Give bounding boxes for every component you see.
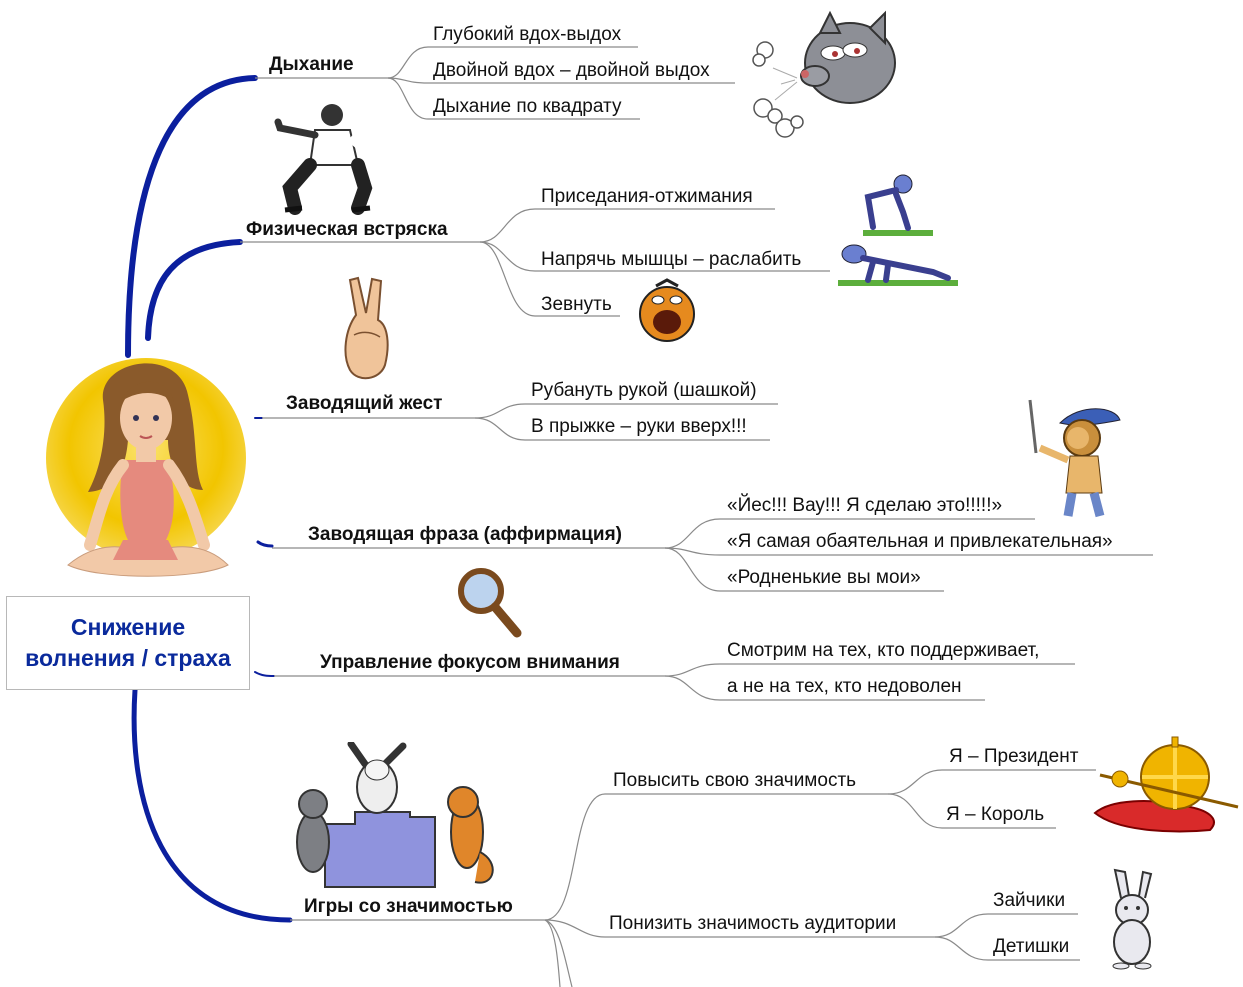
leaf-kids[interactable]: Детишки xyxy=(993,936,1070,957)
yawning-face-icon xyxy=(639,278,695,342)
subbranch-raise-significance[interactable]: Повысить свою значимость xyxy=(613,770,857,791)
leaf-dear-ones[interactable]: «Родненькие вы мои» xyxy=(727,567,921,588)
branch-affirmation[interactable]: Заводящая фраза (аффирмация) xyxy=(308,524,622,545)
squatting-figure-icon xyxy=(863,174,933,236)
leaf-jump-hands-up[interactable]: В прыжке – руки вверх!!! xyxy=(531,416,747,437)
meditating-woman-icon xyxy=(46,358,246,577)
root-topic-label: Снижение волнения / страха xyxy=(25,614,231,671)
blowing-cat-icon xyxy=(752,10,896,138)
victory-hand-icon xyxy=(344,276,389,380)
bunny-icon xyxy=(1112,868,1153,970)
kung-fu-man-icon xyxy=(274,104,377,215)
leaf-bunnies[interactable]: Зайчики xyxy=(993,890,1066,911)
leaf-deep-breath[interactable]: Глубокий вдох-выдох xyxy=(433,24,622,45)
branch-physical-shake[interactable]: Физическая встряска xyxy=(246,219,448,240)
branch-breathing[interactable]: Дыхание xyxy=(269,54,354,75)
leaf-square-breath[interactable]: Дыхание по квадрату xyxy=(433,96,622,117)
branch-gesture[interactable]: Заводящий жест xyxy=(286,393,443,414)
subbranch-lower-audience[interactable]: Понизить значимость аудитории xyxy=(609,913,897,934)
musketeer-lion-icon xyxy=(1028,399,1121,518)
pushup-figure-icon xyxy=(838,244,958,286)
leaf-most-charming[interactable]: «Я самая обаятельная и привлекательная» xyxy=(727,531,1113,552)
animals-podium-icon xyxy=(296,742,494,888)
crown-icon xyxy=(1093,736,1239,833)
leaf-president[interactable]: Я – Президент xyxy=(949,746,1079,767)
branch-focus[interactable]: Управление фокусом внимания xyxy=(320,652,620,673)
branch-significance[interactable]: Игры со значимостью xyxy=(304,896,513,917)
leaf-chop-hand[interactable]: Рубануть рукой (шашкой) xyxy=(531,380,757,401)
leaf-not-unhappy[interactable]: а не на тех, кто недоволен xyxy=(727,676,962,697)
leaf-king[interactable]: Я – Король xyxy=(946,804,1045,825)
leaf-yawn[interactable]: Зевнуть xyxy=(541,294,612,315)
root-topic[interactable]: Снижение волнения / страха xyxy=(6,596,250,690)
leaf-look-supporters[interactable]: Смотрим на тех, кто поддерживает, xyxy=(727,640,1040,661)
magnifier-icon xyxy=(458,568,522,638)
leaf-double-breath[interactable]: Двойной вдох – двойной выдох xyxy=(433,60,710,81)
leaf-tense-relax[interactable]: Напрячь мышцы – раслабить xyxy=(541,249,802,270)
leaf-squats-pushups[interactable]: Приседания-отжимания xyxy=(541,186,753,207)
leaf-yes-wow[interactable]: «Йес!!! Вау!!! Я сделаю это!!!!!» xyxy=(727,495,1003,516)
